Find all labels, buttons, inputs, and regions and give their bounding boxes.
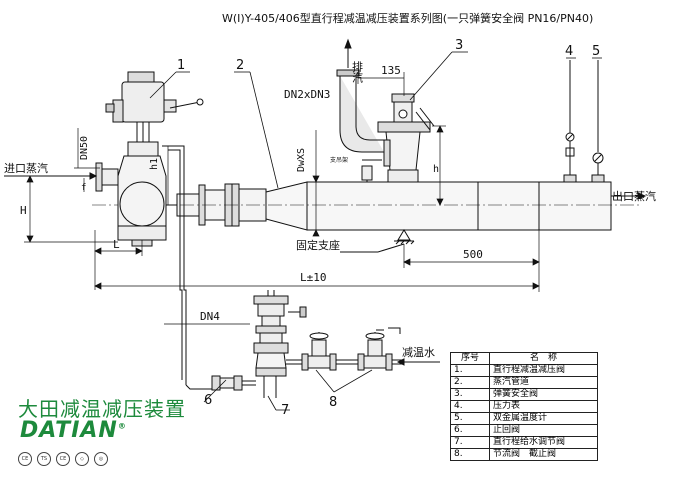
- legend-name: 直行程减温减压阀: [489, 364, 598, 377]
- dim-h: h: [433, 164, 439, 175]
- legend-name: 止回阀: [489, 424, 598, 437]
- dim-dwxs: DwXS: [296, 148, 307, 172]
- legend-name: 双金属温度计: [489, 412, 598, 425]
- dim-l-tolerance: L±10: [300, 271, 327, 284]
- callout-7: 7: [281, 403, 289, 418]
- legend-header-no: 序号: [450, 352, 490, 365]
- desuperheat-water-label: 减温水: [402, 346, 435, 359]
- legend-row: 7.直行程给水调节阀: [450, 436, 598, 449]
- legend-no: 7.: [450, 436, 490, 449]
- dim-500: 500: [463, 248, 483, 261]
- legend-row: 8.节流阀 截止阀: [450, 448, 598, 461]
- callout-5: 5: [592, 44, 600, 59]
- dim-exhaust: 排汽: [351, 60, 364, 83]
- pressure-gauge-4: [563, 60, 577, 183]
- legend-name: 蒸汽管道: [489, 376, 598, 389]
- brand-logo-text: DATIAN: [20, 418, 118, 443]
- registered-mark: ®: [117, 421, 127, 431]
- certification-marks: CE TS CE ◇ ◎: [18, 452, 108, 466]
- callout-6: 6: [204, 393, 212, 408]
- dim-dn4: DN4: [200, 310, 220, 323]
- dim-f: f: [81, 183, 86, 193]
- safety-valve-3: [336, 38, 435, 183]
- main-steam-pipe: [92, 181, 647, 231]
- legend-name: 直行程给水调节阀: [489, 436, 598, 449]
- dim-dn50: DN50: [79, 136, 90, 160]
- legend-row: 3.弹簧安全阀: [450, 388, 598, 401]
- dim-L: L: [113, 238, 120, 251]
- legend-header-row: 序号 名 称: [450, 352, 598, 365]
- dim-dn2xdn3: DN2xDN3: [284, 88, 330, 101]
- inlet-label: 进口蒸汽: [4, 161, 48, 175]
- legend-no: 5.: [450, 412, 490, 425]
- callout-leaders: [149, 51, 602, 411]
- legend-no: 4.: [450, 400, 490, 413]
- legend-no: 3.: [450, 388, 490, 401]
- legend-row: 5.双金属温度计: [450, 412, 598, 425]
- brand-name: 大田减温减压装置: [18, 397, 186, 421]
- parts-legend-table: 序号 名 称 1.直行程减温减压阀 2.蒸汽管道 3.弹簧安全阀 4.压力表 5…: [450, 352, 598, 461]
- cert-mark: ◎: [94, 452, 108, 466]
- legend-name: 节流阀 截止阀: [489, 448, 598, 461]
- callout-4: 4: [565, 44, 573, 59]
- legend-row: 2.蒸汽管道: [450, 376, 598, 389]
- legend-row: 1.直行程减温减压阀: [450, 364, 598, 377]
- dimension-lines: [24, 72, 540, 325]
- brand-logo: DATIAN®: [20, 418, 127, 443]
- cert-mark: ◇: [75, 452, 89, 466]
- legend-header-name: 名 称: [489, 352, 598, 365]
- callout-8: 8: [329, 395, 337, 410]
- fixed-support: [340, 229, 415, 253]
- callout-numbers: 1 2 3 4 5 6 7 8: [177, 38, 600, 418]
- callout-3: 3: [455, 38, 463, 53]
- legend-row: 4.压力表: [450, 400, 598, 413]
- legend-no: 2.: [450, 376, 490, 389]
- legend-row: 6.止回阀: [450, 424, 598, 437]
- legend-name: 压力表: [489, 400, 598, 413]
- fixed-support-label: 固定支座: [296, 238, 340, 252]
- hanger-support-label: 支吊架: [330, 156, 348, 164]
- dim-h1: h1: [149, 158, 160, 170]
- legend-no: 6.: [450, 424, 490, 437]
- dim-135: 135: [381, 64, 401, 77]
- outlet-label: 出口蒸汽: [612, 189, 656, 203]
- dimension-labels: 排汽 DN2xDN3 135 DN50 DwXS h h1 f H L L±10…: [20, 60, 483, 323]
- dim-H: H: [20, 204, 27, 217]
- diagram-title: W(I)Y-405/406型直行程减温减压装置系列图(一只弹簧安全阀 PN16/…: [222, 11, 593, 25]
- inlet-arrow: [4, 172, 98, 180]
- callout-2: 2: [236, 58, 244, 73]
- legend-name: 弹簧安全阀: [489, 388, 598, 401]
- water-control-assembly: [211, 290, 440, 398]
- legend-no: 8.: [450, 448, 490, 461]
- callout-1: 1: [177, 58, 185, 73]
- legend-no: 1.: [450, 364, 490, 377]
- thermometer-5: [591, 60, 605, 183]
- desuperheating-valve-1: [95, 71, 218, 390]
- cert-mark: CE: [18, 452, 32, 466]
- cert-mark: CE: [56, 452, 70, 466]
- cert-mark: TS: [37, 452, 51, 466]
